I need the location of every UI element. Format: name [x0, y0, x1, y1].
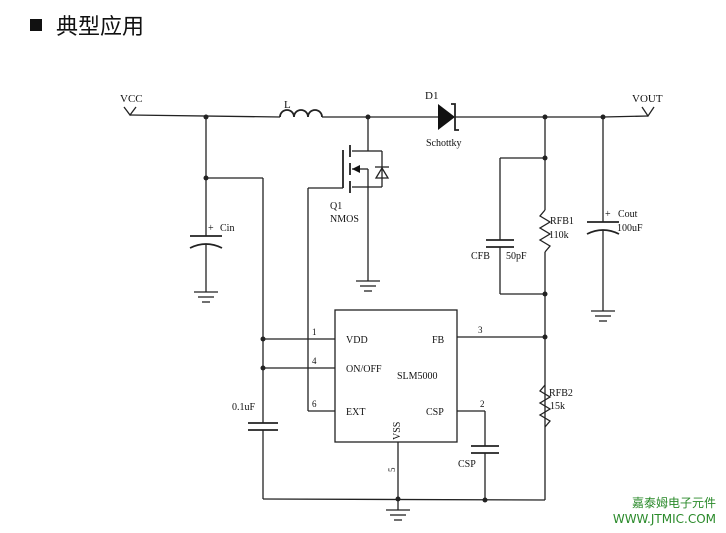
cin-label: Cin	[220, 223, 234, 234]
rfb1-value-label: 110k	[549, 230, 569, 241]
rfb1-label: RFB1	[550, 216, 574, 227]
csp-capacitor	[471, 411, 499, 500]
ground-rail	[262, 496, 546, 521]
cfb-value-label: 50pF	[506, 251, 527, 262]
pin-number-csp: 2	[480, 399, 485, 409]
cfb-label: CFB	[471, 251, 490, 262]
cout-capacitor	[586, 117, 620, 322]
pin-number-onoff: 4	[312, 356, 317, 366]
cfb-capacitor	[486, 157, 545, 295]
section-title: 典型应用	[56, 15, 145, 40]
cin-capacitor	[189, 117, 223, 303]
schottky-diode-d1	[438, 103, 603, 131]
rfb2-label: RFB2	[549, 388, 573, 399]
pin-fb-label: FB	[432, 335, 445, 346]
watermark-url: WWW.JTMIC.COM	[612, 512, 716, 526]
cout-value-label: 100uF	[617, 223, 643, 234]
pin-vdd-label: VDD	[346, 335, 368, 346]
nmos-label: NMOS	[330, 214, 359, 225]
csp-cap-label: CSP	[458, 459, 476, 470]
pin-ext-label: EXT	[346, 407, 365, 418]
vcc-label: VCC	[120, 93, 143, 105]
diode-type-label: Schottky	[426, 138, 462, 149]
vcc-to-vdd-wire	[203, 175, 335, 423]
inductor-label: L	[284, 99, 291, 111]
site-watermark: 嘉泰姆电子元件 WWW.JTMIC.COM	[613, 495, 716, 527]
nmos-q1	[307, 117, 390, 412]
rfb1-resistor	[538, 117, 552, 500]
vout-label: VOUT	[632, 93, 663, 105]
square-bullet-icon	[30, 19, 42, 31]
pin-csp-label: CSP	[426, 407, 444, 418]
watermark-company: 嘉泰姆电子元件	[631, 496, 716, 510]
input-rail	[123, 106, 281, 120]
pin-number-ext: 6	[312, 399, 317, 409]
ic-name-label: SLM5000	[397, 371, 438, 382]
rfb2-value-label: 15k	[550, 401, 565, 412]
cout-plus-label: +	[605, 209, 611, 220]
pin-number-vdd: 1	[312, 327, 317, 337]
inductor-l	[279, 109, 438, 120]
pin-number-fb: 3	[478, 325, 483, 335]
rfb2-resistor	[538, 384, 552, 428]
vdd-decoupling-capacitor	[248, 422, 278, 499]
vdd-cap-label: 0.1uF	[232, 402, 256, 413]
diode-name-label: D1	[425, 90, 438, 102]
ic-slm5000	[334, 309, 545, 510]
q1-label: Q1	[330, 201, 342, 212]
pin-onoff-label: ON/OFF	[346, 364, 382, 375]
section-heading: 典型应用	[30, 8, 144, 42]
pin-number-vss: 5	[387, 467, 397, 472]
cin-plus-label: +	[208, 223, 214, 234]
pin-vss-label: VSS	[392, 422, 403, 440]
cout-label: Cout	[618, 209, 638, 220]
